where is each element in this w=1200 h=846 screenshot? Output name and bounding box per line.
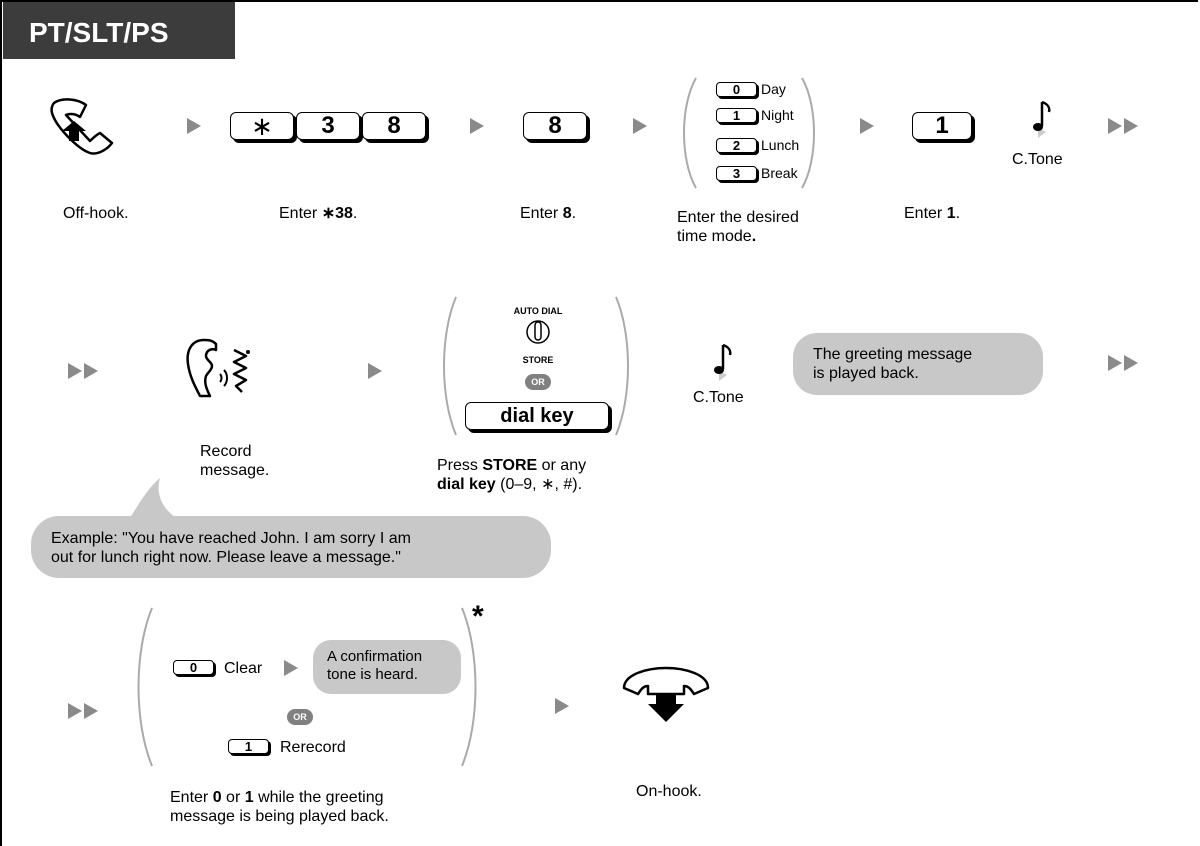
time-mode-label-night: Night: [761, 107, 794, 123]
speech-bubble-tail: [130, 478, 176, 518]
header-title: PT/SLT/PS: [3, 2, 235, 59]
enter-8-caption: Enter 8.: [520, 205, 577, 222]
double-arrow-icon: [68, 363, 82, 379]
double-arrow-icon: [84, 363, 98, 379]
tone-label-row2: C.Tone: [693, 389, 744, 406]
clear-rerecord-parentheses: [137, 607, 477, 767]
music-note-icon: [1033, 100, 1051, 138]
time-mode-parentheses: [683, 77, 815, 189]
time-mode-key-0: 0: [716, 82, 757, 97]
arrow-icon: [368, 363, 382, 379]
key-star: ∗: [230, 112, 294, 140]
clear-label: Clear: [224, 660, 263, 677]
arrow-icon: [284, 660, 298, 676]
double-arrow-icon: [84, 703, 98, 719]
time-mode-label-lunch: Lunch: [761, 137, 800, 153]
key-3: 3: [296, 112, 360, 140]
onhook-caption: On-hook.: [636, 783, 702, 800]
time-mode-key-2: 2: [716, 138, 757, 153]
time-mode-key-1: 1: [716, 108, 757, 123]
handset-onhook-icon: [622, 666, 710, 722]
music-note-icon: [714, 343, 732, 381]
store-label: STORE: [522, 355, 554, 365]
asterisk-note: *: [472, 600, 484, 633]
arrow-icon: [187, 118, 201, 134]
store-button-icon: [526, 320, 550, 344]
auto-dial-label: AUTO DIAL: [513, 306, 563, 316]
clear-key-0: 0: [173, 660, 214, 675]
tone-label-row1: C.Tone: [1012, 151, 1063, 168]
time-mode-label-day: Day: [761, 81, 786, 97]
rerecord-label: Rerecord: [280, 739, 346, 756]
speaking-person-icon: [186, 338, 250, 398]
time-mode-key-3: 3: [716, 166, 757, 181]
time-mode-label-break: Break: [761, 165, 798, 181]
double-arrow-icon: [1108, 355, 1122, 371]
double-arrow-icon: [1108, 118, 1122, 134]
double-arrow-icon: [1124, 355, 1138, 371]
double-arrow-icon: [68, 703, 82, 719]
dial-key: dial key: [465, 402, 609, 430]
or-badge: OR: [287, 709, 313, 725]
arrow-icon: [470, 118, 484, 134]
key-8: 8: [362, 112, 426, 140]
enter-38-caption: Enter ∗38.: [279, 205, 358, 222]
enter-1-caption: Enter 1.: [904, 205, 961, 222]
arrow-icon: [555, 698, 569, 714]
offhook-caption: Off-hook.: [63, 205, 129, 222]
arrow-icon: [860, 118, 874, 134]
double-arrow-icon: [1124, 118, 1138, 134]
key-1: 1: [912, 112, 972, 140]
store-parentheses: [443, 296, 629, 436]
arrow-icon: [633, 118, 647, 134]
key-8-single: 8: [523, 112, 587, 140]
rerecord-key-1: 1: [228, 739, 269, 754]
handset-offhook-icon: [50, 98, 114, 155]
or-badge: OR: [525, 374, 551, 390]
example-bubble: Example: "You have reached John. I am so…: [31, 516, 551, 578]
